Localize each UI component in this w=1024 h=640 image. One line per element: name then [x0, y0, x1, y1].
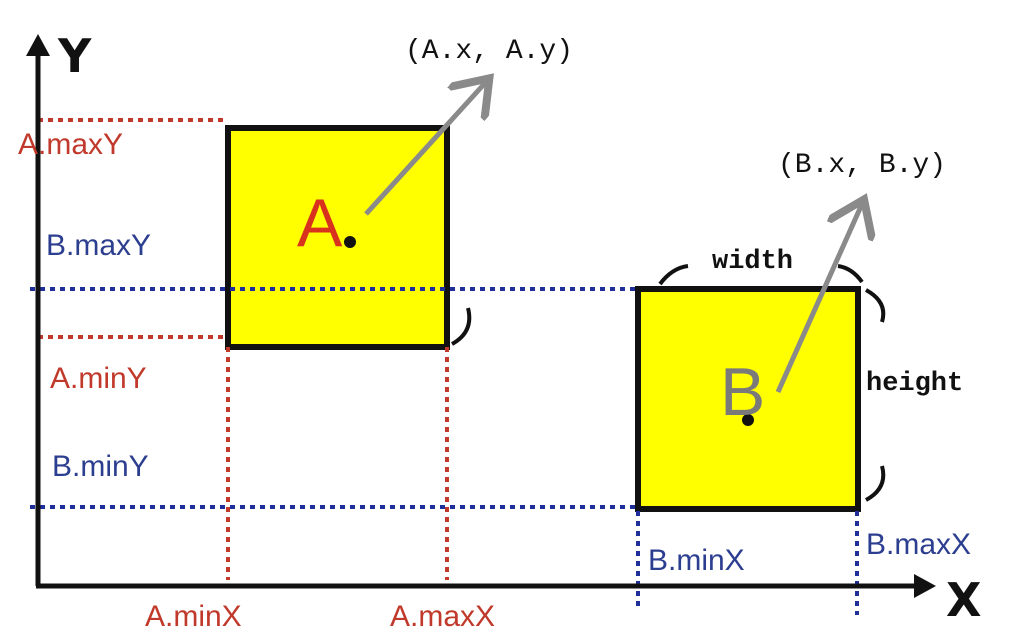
b-max-y-label: B.maxY	[46, 229, 151, 262]
y-axis-arrowhead	[26, 34, 50, 56]
box-a-center-point	[344, 236, 356, 248]
a-min-x-label: A.minX	[145, 600, 242, 633]
width-label: width	[712, 247, 793, 277]
height-brace-top	[864, 288, 886, 323]
a-max-x-label: A.maxX	[390, 600, 495, 633]
axes	[35, 48, 922, 589]
b-min-y-label: B.minY	[52, 450, 149, 483]
box-b-guides	[30, 287, 859, 615]
box-b-pointer-arrow	[775, 204, 862, 394]
box-a-center-label: (A.x, A.y)	[405, 36, 573, 67]
b-min-x-label: B.minX	[648, 544, 745, 577]
width-brace-right	[837, 264, 864, 284]
a-max-y-label: A.maxY	[18, 128, 123, 161]
y-axis-label: Y	[57, 29, 92, 83]
box-a-letter: A	[297, 185, 343, 261]
x-axis-label: X	[946, 573, 981, 627]
box-b-letter: B	[720, 354, 765, 430]
b-max-x-label: B.maxX	[866, 528, 971, 561]
width-brace-left	[658, 264, 689, 286]
box-a-pointer-arrow	[364, 82, 486, 216]
x-axis-arrowhead	[914, 574, 936, 598]
box-b-center-point	[742, 414, 754, 426]
height-brace-bottom	[864, 465, 886, 502]
height-label: height	[866, 369, 963, 399]
box-b-center-label: (B.x, B.y)	[778, 150, 946, 181]
box-a-guides	[38, 118, 449, 580]
box-b	[635, 286, 861, 512]
a-corner-brace	[450, 307, 472, 346]
a-min-y-label: A.minY	[50, 362, 147, 395]
